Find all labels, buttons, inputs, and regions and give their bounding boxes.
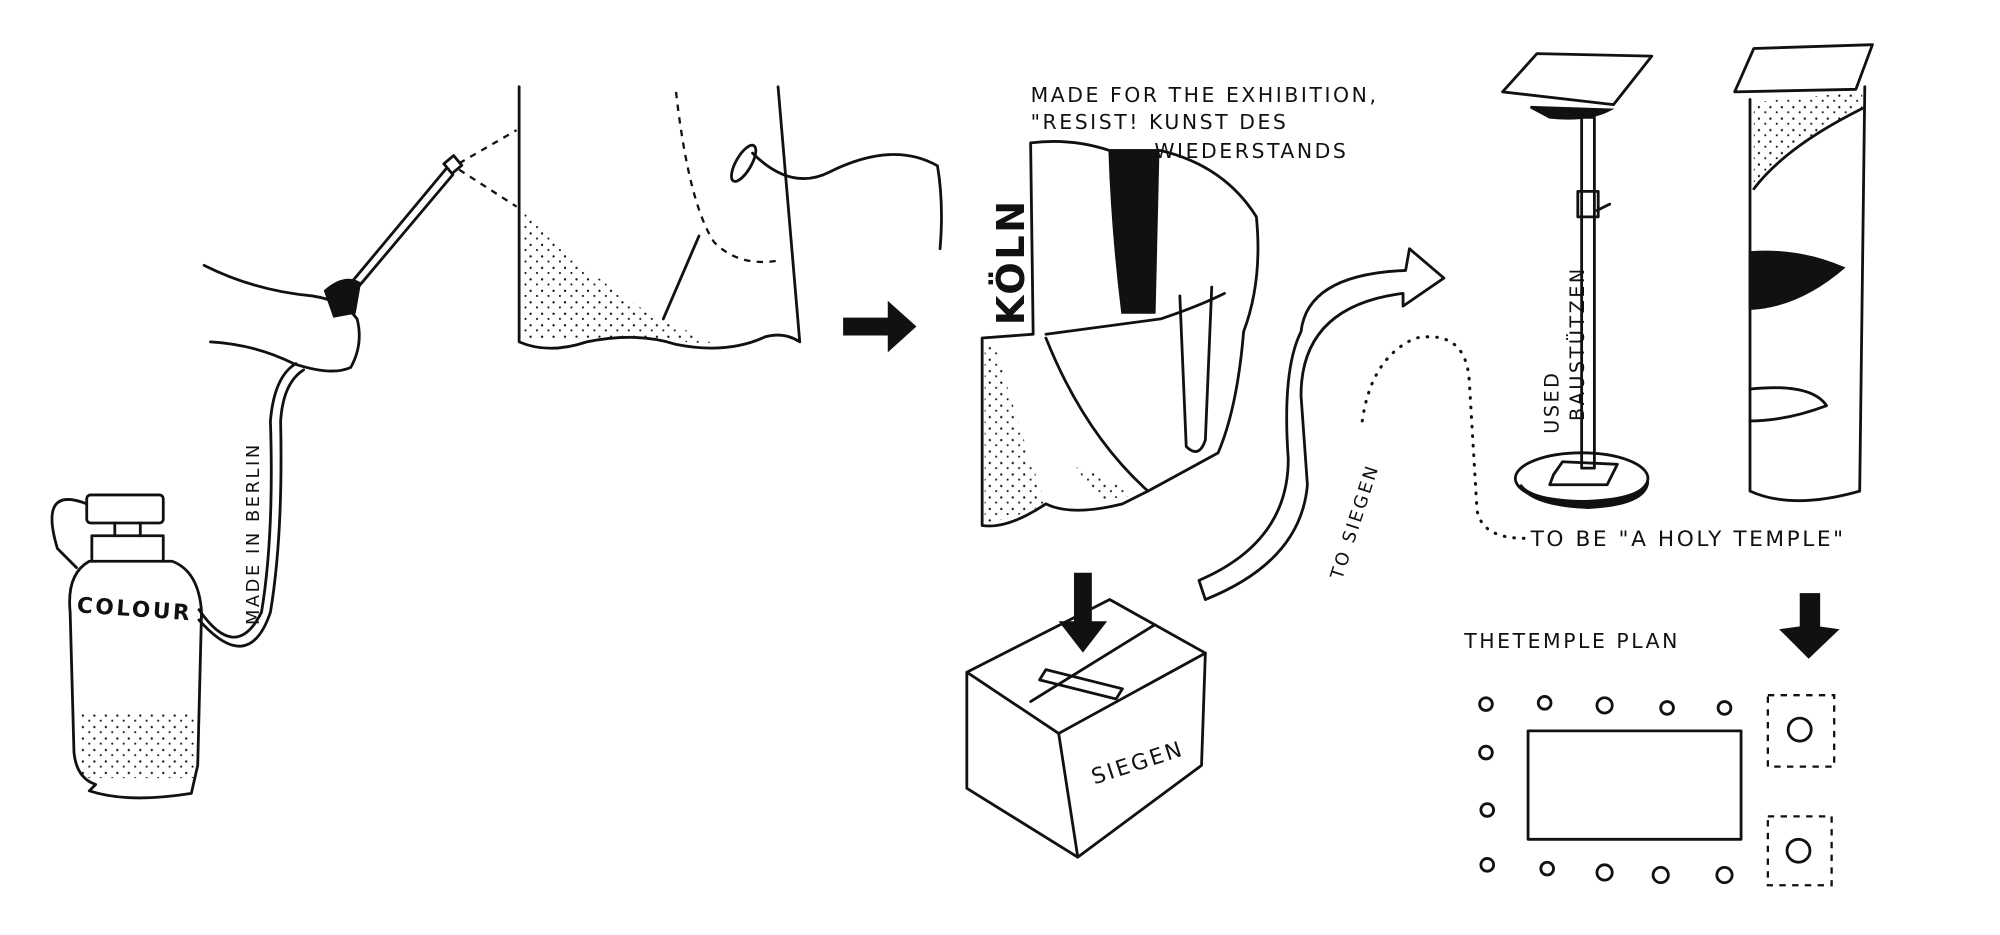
koeln-label: KÖLN [987, 198, 1034, 325]
stand-label-baustuetzen: BAUSTÜTZEN [1566, 266, 1589, 421]
curved-arrow-to-siegen: TO SIEGEN [1197, 247, 1526, 601]
hose-label: MADE IN BERLIN [243, 442, 264, 625]
to-siegen-label: TO SIEGEN [1326, 461, 1383, 582]
down-arrow-to-plan [1779, 593, 1840, 659]
tank-label: COLOUR [76, 593, 193, 626]
temple-column [1733, 43, 1874, 502]
annotation-line-3: WIEDERSTANDS [1154, 139, 1348, 163]
annotation-line-1: MADE FOR THE EXHIBITION, [1031, 83, 1379, 107]
temple-plan: THETEMPLE PLAN [1463, 593, 1840, 887]
koeln-fabric: KÖLN [980, 140, 1260, 528]
used-baustuetzen-stand: USED BAUSTÜTZEN [1501, 52, 1654, 509]
annotation-line-2: "RESIST! KUNST DES [1031, 110, 1289, 134]
stand-label-used: USED [1541, 371, 1564, 434]
temple-plan-title: THETEMPLE PLAN [1463, 629, 1680, 653]
hose: MADE IN BERLIN [197, 362, 305, 648]
exhibition-annotation: MADE FOR THE EXHIBITION, "RESIST! KUNST … [1031, 83, 1379, 163]
right-arrow [843, 300, 917, 353]
box-label: SIEGEN [1089, 737, 1188, 790]
holy-temple-label: TO BE "A HOLY TEMPLE" [1530, 527, 1846, 552]
sprayer-tank: COLOUR [50, 493, 203, 800]
hand-with-spray-wand [202, 129, 518, 373]
sprayed-fabric [517, 85, 943, 350]
